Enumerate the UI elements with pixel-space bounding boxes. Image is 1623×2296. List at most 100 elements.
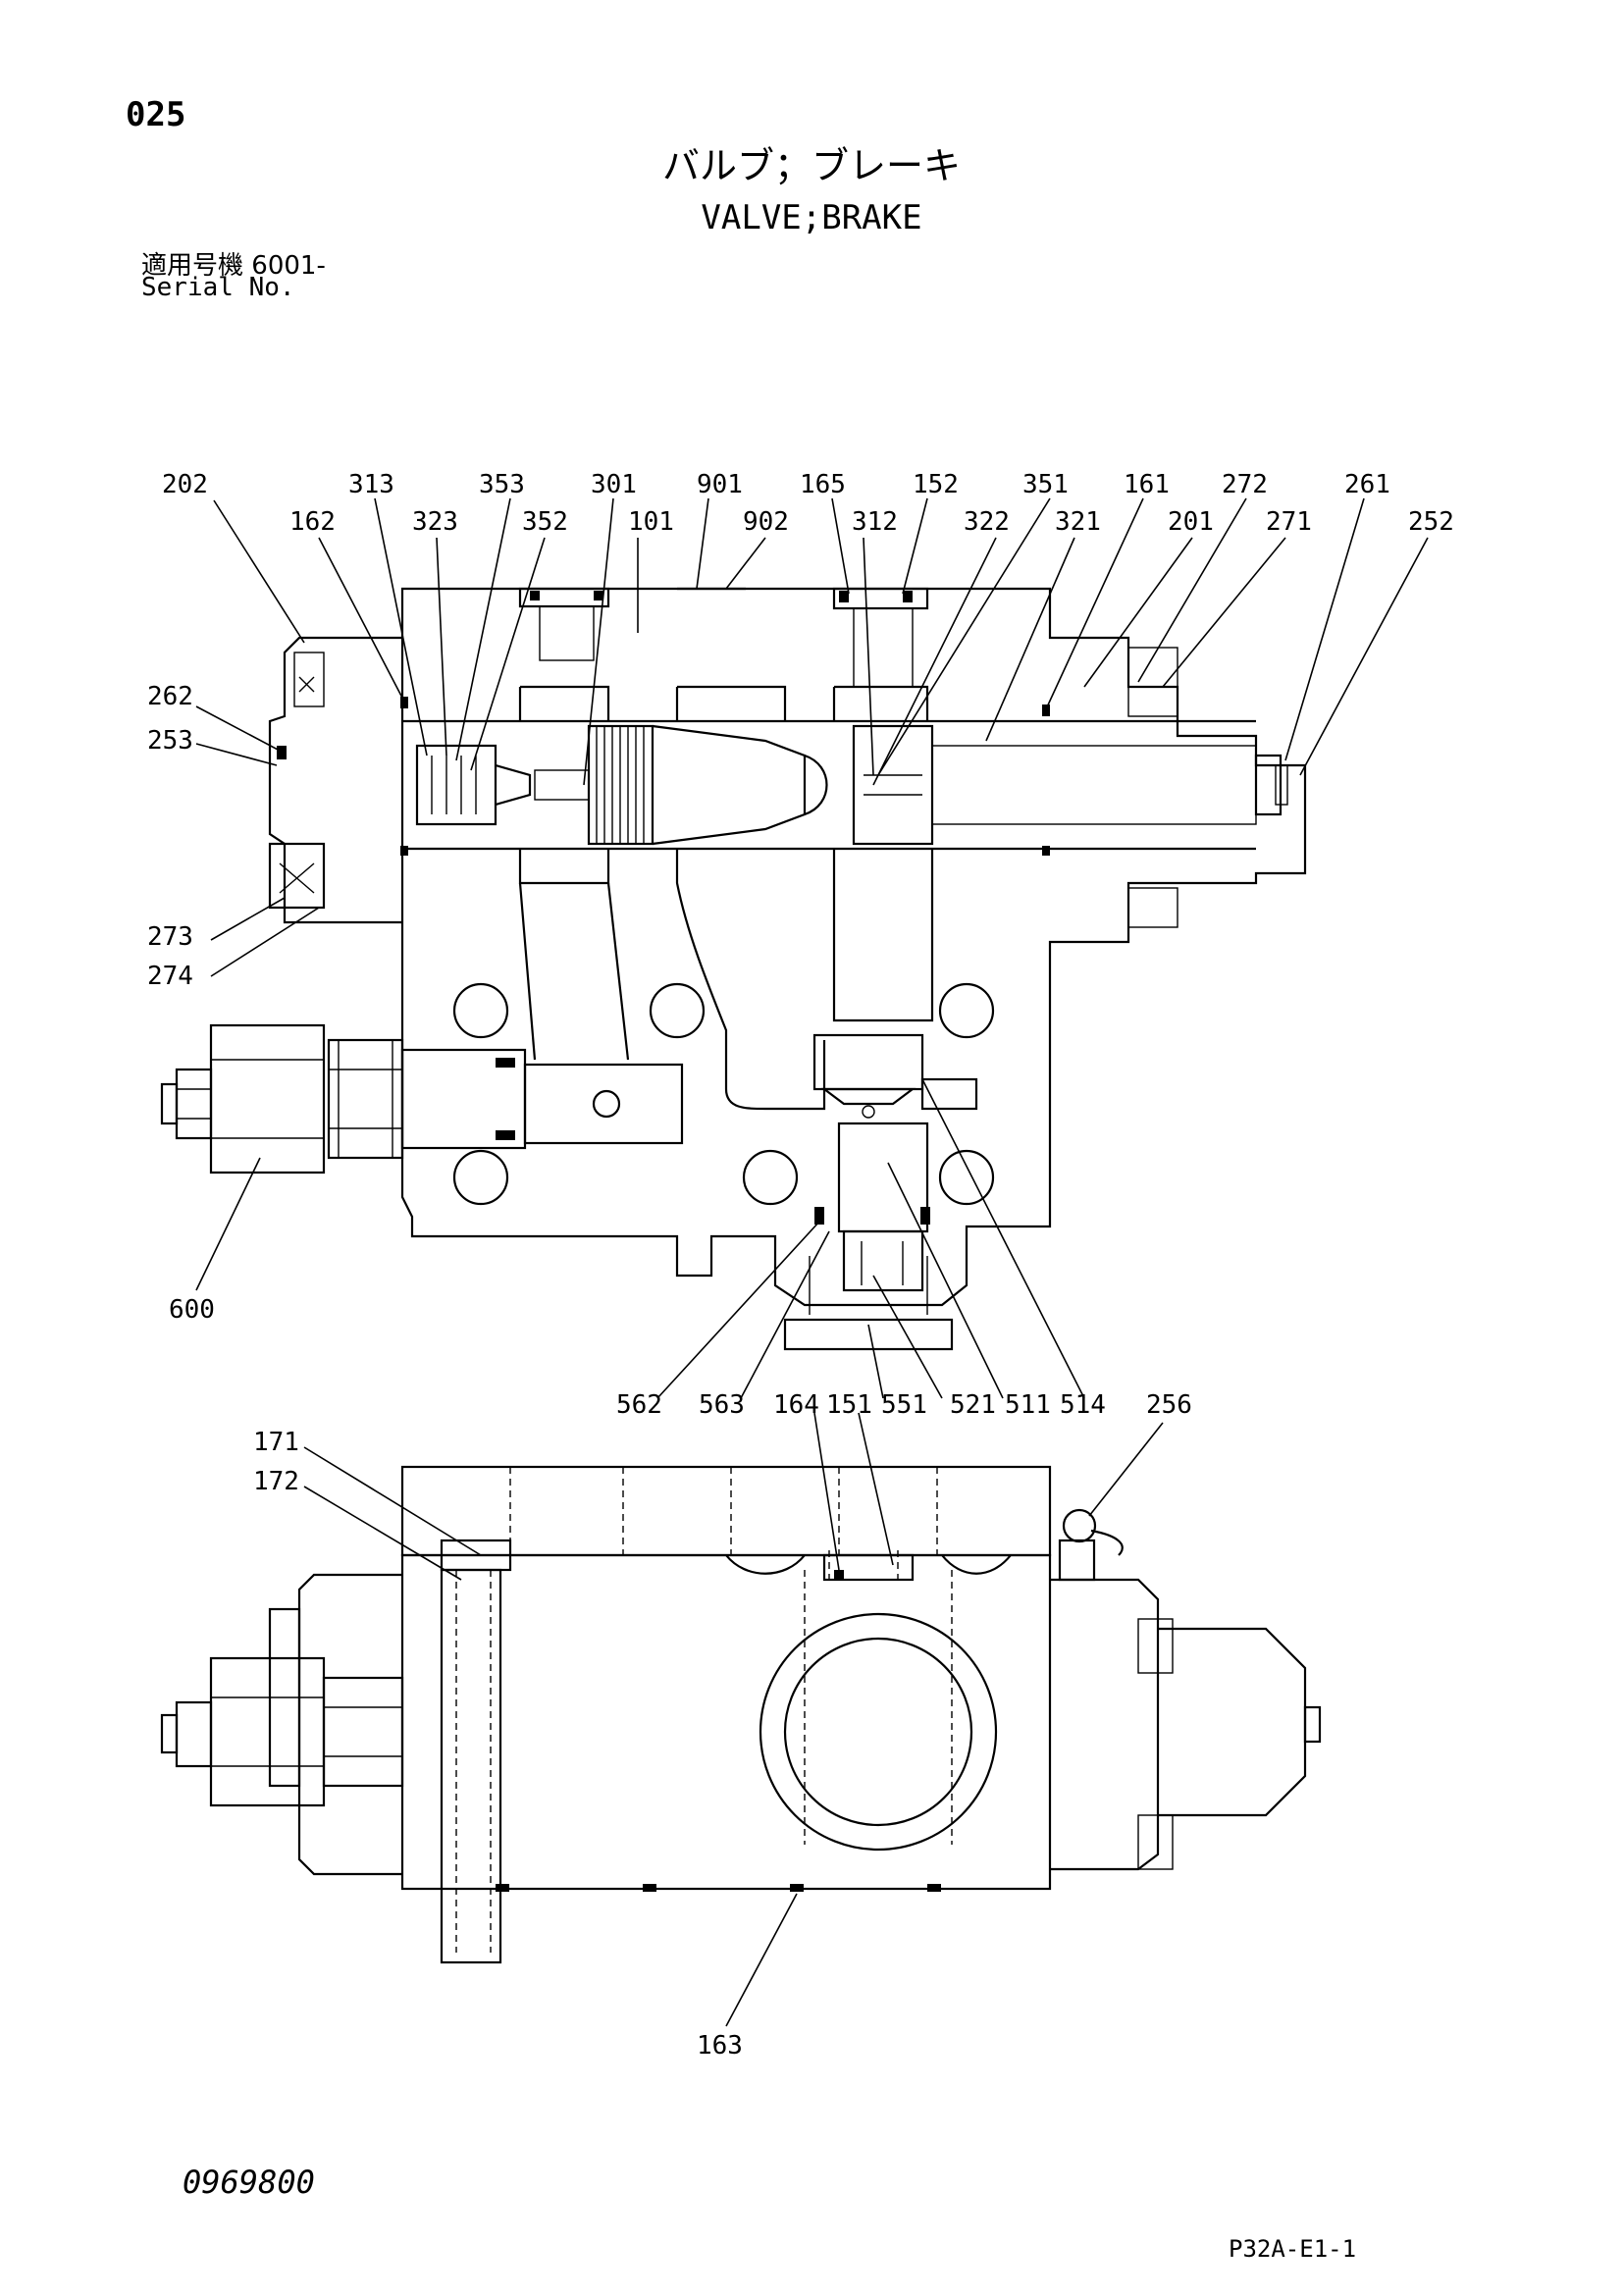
lower-right-plug <box>1127 887 1178 928</box>
serial-label-jp: 適用号機 <box>141 251 244 281</box>
callout-301: 301 <box>591 470 637 499</box>
relief-adjust-lines <box>177 1088 211 1120</box>
mount-hole-2 <box>649 982 706 1039</box>
exterior-breather-pin <box>1090 1529 1124 1556</box>
right-cartridge-bore <box>864 774 922 796</box>
callout-164: 164 <box>773 1390 819 1420</box>
seal-163-b <box>643 1884 656 1892</box>
callout-252: 252 <box>1408 507 1454 537</box>
relief-adjust-nut <box>175 1068 213 1140</box>
callout-272: 272 <box>1222 470 1268 499</box>
passage-lower-mid <box>675 849 826 1111</box>
seal-top-left <box>530 591 540 600</box>
exterior-top-block <box>400 1465 1052 1557</box>
callout-551: 551 <box>881 1390 927 1420</box>
passage-left-vertical-2 <box>606 882 630 1061</box>
callout-271: 271 <box>1266 507 1312 537</box>
seal-relief-lower <box>496 1130 515 1140</box>
seal-left-lower <box>400 846 408 856</box>
exterior-port-hidden <box>804 1550 953 1845</box>
seal-right-lower <box>1042 846 1050 856</box>
passage-lower-left <box>518 849 610 885</box>
seal-165 <box>839 591 849 602</box>
seal-top-left-2 <box>594 591 603 600</box>
relief-hex-inner <box>327 1038 404 1160</box>
check-side-port <box>920 1077 978 1111</box>
exterior-right-plug-upper <box>1137 1618 1174 1674</box>
title-english: VALVE;BRAKE <box>701 198 922 237</box>
callout-353: 353 <box>479 470 525 499</box>
serial-value: 6001- <box>251 251 326 281</box>
pilot-poppet <box>495 763 532 807</box>
seal-relief-upper <box>496 1058 515 1068</box>
exterior-relief-nut <box>175 1700 213 1768</box>
exterior-port-outer <box>759 1612 998 1852</box>
callout-101: 101 <box>628 507 674 537</box>
exterior-port-boss-left <box>725 1554 806 1575</box>
callout-313: 313 <box>348 470 394 499</box>
spool-ribs <box>596 726 645 844</box>
left-plug <box>268 842 326 910</box>
callout-901: 901 <box>697 470 743 499</box>
lower-cover-plate <box>783 1318 954 1351</box>
seal-163-a <box>496 1884 509 1892</box>
callout-253: 253 <box>147 726 193 756</box>
callout-172: 172 <box>253 1467 299 1496</box>
passage-left-vertical <box>518 882 537 1061</box>
exterior-bolt-hidden <box>455 1570 492 1953</box>
exterior-bolt-shank <box>440 1568 502 1964</box>
callout-151: 151 <box>826 1390 872 1420</box>
exterior-top-plug <box>822 1553 915 1582</box>
spool-cone <box>652 724 807 846</box>
upper-right-plug <box>1127 647 1178 717</box>
mount-hole-5 <box>742 1149 799 1206</box>
lower-cartridge-stem <box>842 1229 924 1292</box>
seal-164 <box>834 1570 844 1580</box>
callout-600: 600 <box>169 1295 215 1325</box>
section-view <box>160 587 1307 1351</box>
pilot-spring <box>431 756 477 814</box>
lower-stem-lines <box>861 1241 904 1285</box>
exterior-relief-outer-hex <box>209 1656 326 1807</box>
mount-hole-4 <box>452 1149 509 1206</box>
mount-hole-6 <box>938 1149 995 1206</box>
exterior-breather-cap <box>1062 1508 1097 1543</box>
exterior-breather <box>1058 1539 1096 1582</box>
exterior-port-boss-right <box>941 1554 1012 1575</box>
reference-code: P32A-E1-1 <box>1229 2235 1357 2263</box>
left-end-cap <box>268 636 402 924</box>
exterior-left-cap <box>297 1573 402 1876</box>
exterior-right-nut <box>1303 1705 1322 1744</box>
passage-upper-mid <box>675 685 787 721</box>
exterior-right-cylinder <box>1158 1627 1307 1817</box>
mount-hole-3 <box>938 982 995 1039</box>
callout-351: 351 <box>1022 470 1069 499</box>
exterior-relief-screw <box>160 1713 179 1754</box>
valve-body-outline <box>400 587 1307 1307</box>
callout-161: 161 <box>1124 470 1170 499</box>
right-piston-bore <box>931 745 1257 825</box>
exterior-relief-inner-hex <box>322 1676 404 1788</box>
upper-plug-mark <box>298 676 315 693</box>
seal-top-right <box>903 591 913 602</box>
document-number: 0969800 <box>183 2164 315 2201</box>
callout-352: 352 <box>522 507 568 537</box>
relief-hex-outer <box>209 1023 326 1174</box>
callout-162: 162 <box>289 507 336 537</box>
relief-hex-outer-lines <box>211 1059 324 1139</box>
top-port-right <box>853 607 914 688</box>
callout-562: 562 <box>616 1390 662 1420</box>
callout-514: 514 <box>1060 1390 1106 1420</box>
callout-274: 274 <box>147 962 193 991</box>
passage-upper-right <box>832 685 929 721</box>
exterior-view <box>160 1465 1322 1964</box>
seal-262 <box>277 746 287 759</box>
seal-163-d <box>927 1884 941 1892</box>
callout-256: 256 <box>1146 1390 1192 1420</box>
seal-163-c <box>790 1884 804 1892</box>
relief-port <box>592 1089 621 1119</box>
callout-273: 273 <box>147 922 193 952</box>
upper-plug-hex <box>293 652 325 707</box>
callout-labels: 202 313 162 323 353 352 301 101 901 902 … <box>147 470 1454 2061</box>
callout-202: 202 <box>162 470 208 499</box>
